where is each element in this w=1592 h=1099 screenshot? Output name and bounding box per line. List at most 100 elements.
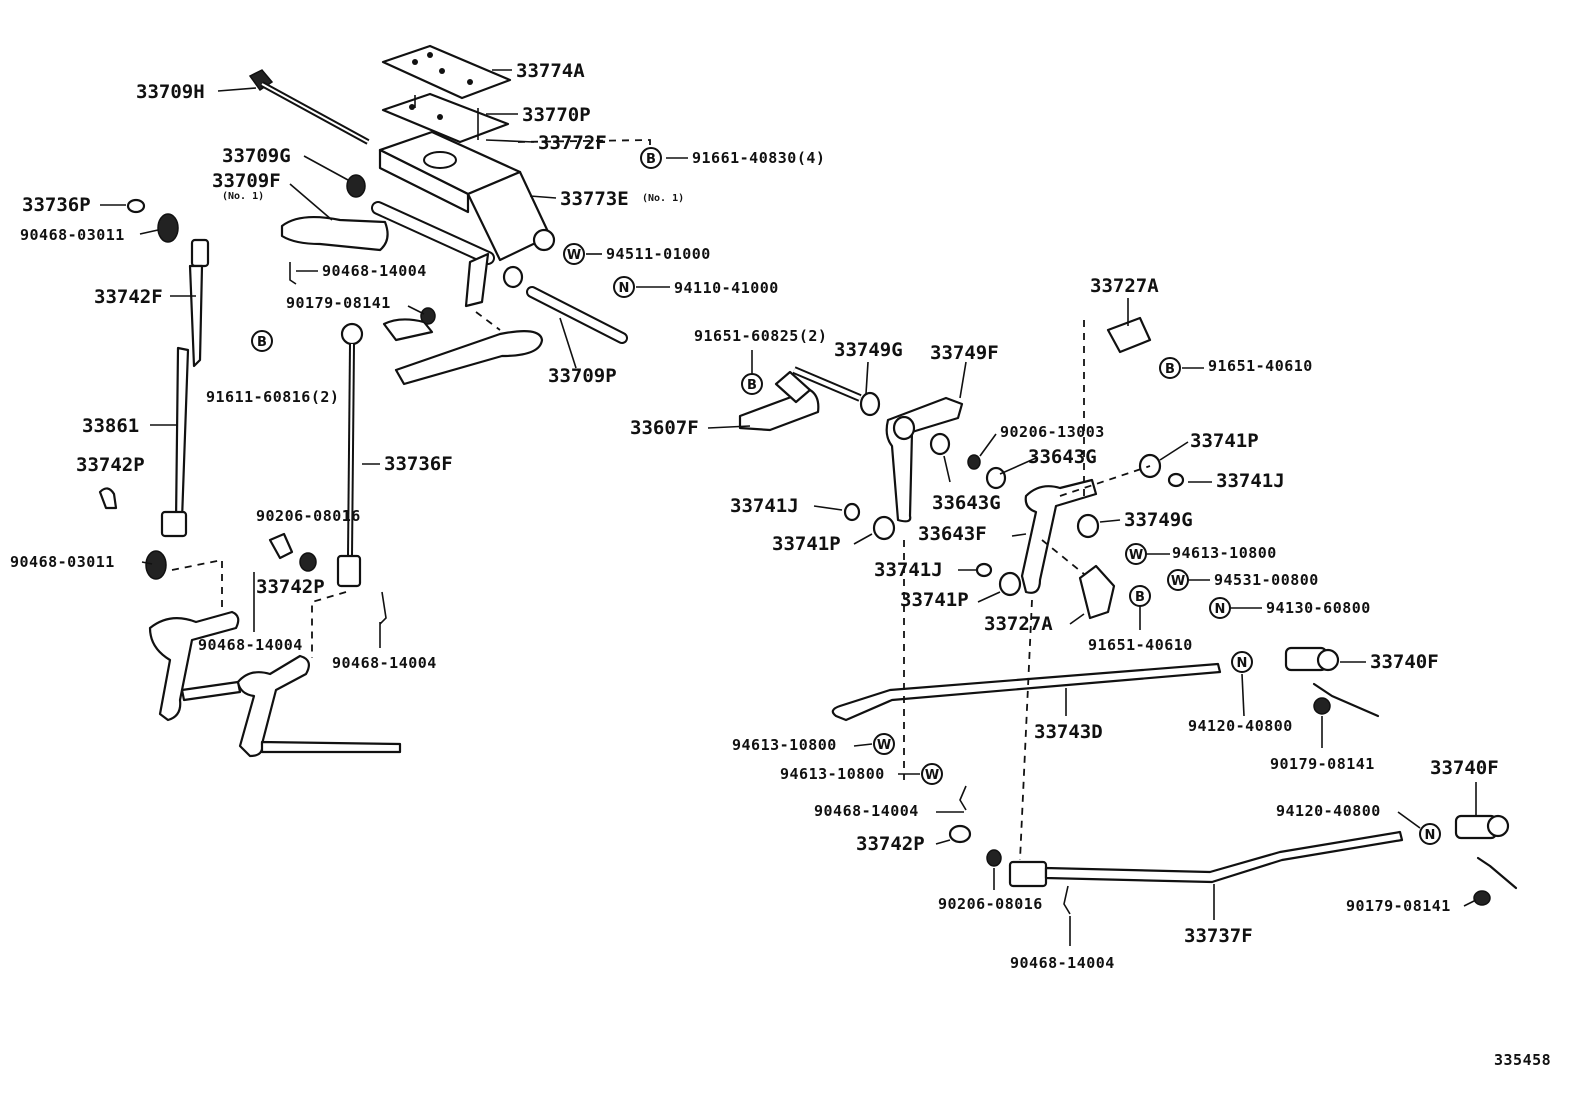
shaft-33709P [502, 265, 628, 344]
svg-text:W: W [1129, 548, 1143, 563]
label-90179-08141-b: 90179-08141 [1270, 755, 1375, 773]
label-33736P: 33736P [22, 194, 91, 216]
label-94120-40800-a: 94120-40800 [1188, 717, 1293, 735]
label-33741J-b: 33741J [730, 495, 799, 517]
plate-33774A [381, 44, 512, 100]
label-90179-08141-c: 90179-08141 [1346, 897, 1451, 915]
dashed-connectors [171, 139, 1151, 861]
label-33643F: 33643F [918, 523, 987, 545]
label-91651-40610-a: 91651-40610 [1208, 357, 1313, 375]
bolt-33709H [248, 69, 370, 145]
label-33741J-c: 33741J [874, 559, 943, 581]
label-90468-14004-d: 90468-14004 [814, 802, 919, 820]
bushing-33709G [346, 174, 366, 198]
washer-symbol: W [563, 243, 585, 265]
label-94613-10800-b: 94613-10800 [732, 736, 837, 754]
nut-symbol: N [613, 276, 635, 298]
svg-text:B: B [257, 335, 267, 350]
label-94130-60800: 94130-60800 [1266, 599, 1371, 617]
label-33749G-a: 33749G [834, 339, 903, 361]
part-labels: 33774A 33770P 33772F 33709H 33709G 33709… [10, 60, 1551, 1069]
nut-symbol: N [1419, 823, 1441, 845]
label-33774A: 33774A [516, 60, 585, 82]
label-94531-00800: 94531-00800 [1214, 571, 1319, 589]
svg-text:W: W [877, 738, 891, 753]
label-33709P: 33709P [548, 365, 617, 387]
bushings-right [843, 432, 1185, 597]
label-33772F: 33772F [538, 132, 607, 154]
label-90468-14004-c: 90468-14004 [332, 654, 437, 672]
label-90468-14004-a: 90468-14004 [322, 262, 427, 280]
label-33741P-a: 33741P [1190, 430, 1259, 452]
label-33741P-c: 33741P [900, 589, 969, 611]
label-33749F: 33749F [930, 342, 999, 364]
washer-symbol: W [873, 733, 895, 755]
label-33773E: 33773E [560, 188, 629, 210]
svg-text:B: B [1165, 362, 1175, 377]
rod-33743D [831, 662, 1222, 722]
label-33749G-b: 33749G [1124, 509, 1193, 531]
label-33742P-b: 33742P [256, 576, 325, 598]
label-90468-03011-top: 90468-03011 [20, 226, 125, 244]
label-90206-08016-a: 90206-08016 [256, 507, 361, 525]
label-94110-41000: 94110-41000 [674, 279, 779, 297]
label-33742F: 33742F [94, 286, 163, 308]
bolt-symbol: B [741, 373, 763, 395]
washer-symbol: W [921, 763, 943, 785]
label-90206-08016-b: 90206-08016 [938, 895, 1043, 913]
label-91651-40610-b: 91651-40610 [1088, 636, 1193, 654]
label-90468-03011-bot: 90468-03011 [10, 553, 115, 571]
label-33736F: 33736F [384, 453, 453, 475]
bracket-33773E [378, 130, 556, 262]
svg-text:B: B [1135, 590, 1145, 605]
svg-text:N: N [1425, 828, 1436, 843]
ball-joint-33740F-upper [1284, 646, 1380, 718]
rod-33737F [948, 785, 1404, 915]
label-33737F: 33737F [1184, 925, 1253, 947]
label-94613-10800-c: 94613-10800 [780, 765, 885, 783]
label-33727A-bot: 33727A [984, 613, 1053, 635]
label-94613-10800-a: 94613-10800 [1172, 544, 1277, 562]
bolt-symbol: B [1159, 357, 1181, 379]
label-33740F-b: 33740F [1430, 757, 1499, 779]
bracket-33607F [738, 366, 862, 432]
lever-33709F [280, 201, 495, 308]
label-33709F: 33709F [212, 170, 281, 192]
svg-text:B: B [646, 152, 656, 167]
nut-symbol: N [1231, 651, 1253, 673]
bolt-symbol: B [640, 147, 662, 169]
lever-33643F [1020, 478, 1098, 594]
nut-symbol: N [1209, 597, 1231, 619]
bolts-left [98, 198, 387, 625]
plate-33770P [381, 92, 510, 144]
leader-lines [100, 69, 1477, 946]
linkage-lower-left [148, 610, 402, 758]
label-33709G: 33709G [222, 145, 291, 167]
label-91611-60816: 91611-60816(2) [206, 388, 339, 406]
label-33643G-a: 33643G [1028, 446, 1097, 468]
svg-text:W: W [1171, 574, 1185, 589]
washer-symbol: W [1125, 543, 1147, 565]
label-33770P: 33770P [522, 104, 591, 126]
ball-joint-33740F-lower [1454, 814, 1518, 906]
label-33607F: 33607F [630, 417, 699, 439]
label-90468-14004-b: 90468-14004 [198, 636, 303, 654]
label-33773E-note: (No. 1) [642, 193, 684, 204]
bolt-symbol: B [251, 330, 273, 352]
washer-symbol: W [1167, 569, 1189, 591]
label-33709H: 33709H [136, 81, 205, 103]
label-94511-01000: 94511-01000 [606, 245, 711, 263]
clip-33742F [188, 238, 210, 368]
label-33740F-a: 33740F [1370, 651, 1439, 673]
label-33861: 33861 [82, 415, 139, 437]
label-33742P-c: 33742P [856, 833, 925, 855]
label-91651-60825: 91651-60825(2) [694, 327, 827, 345]
label-33643G-b: 33643G [932, 492, 1001, 514]
label-90468-14004-e: 90468-14004 [1010, 954, 1115, 972]
svg-text:B: B [747, 378, 757, 393]
label-33741J-a: 33741J [1216, 470, 1285, 492]
label-33741P-b: 33741P [772, 533, 841, 555]
bolt-symbol: B [1129, 585, 1151, 607]
shift-lever-assembly [382, 307, 544, 386]
